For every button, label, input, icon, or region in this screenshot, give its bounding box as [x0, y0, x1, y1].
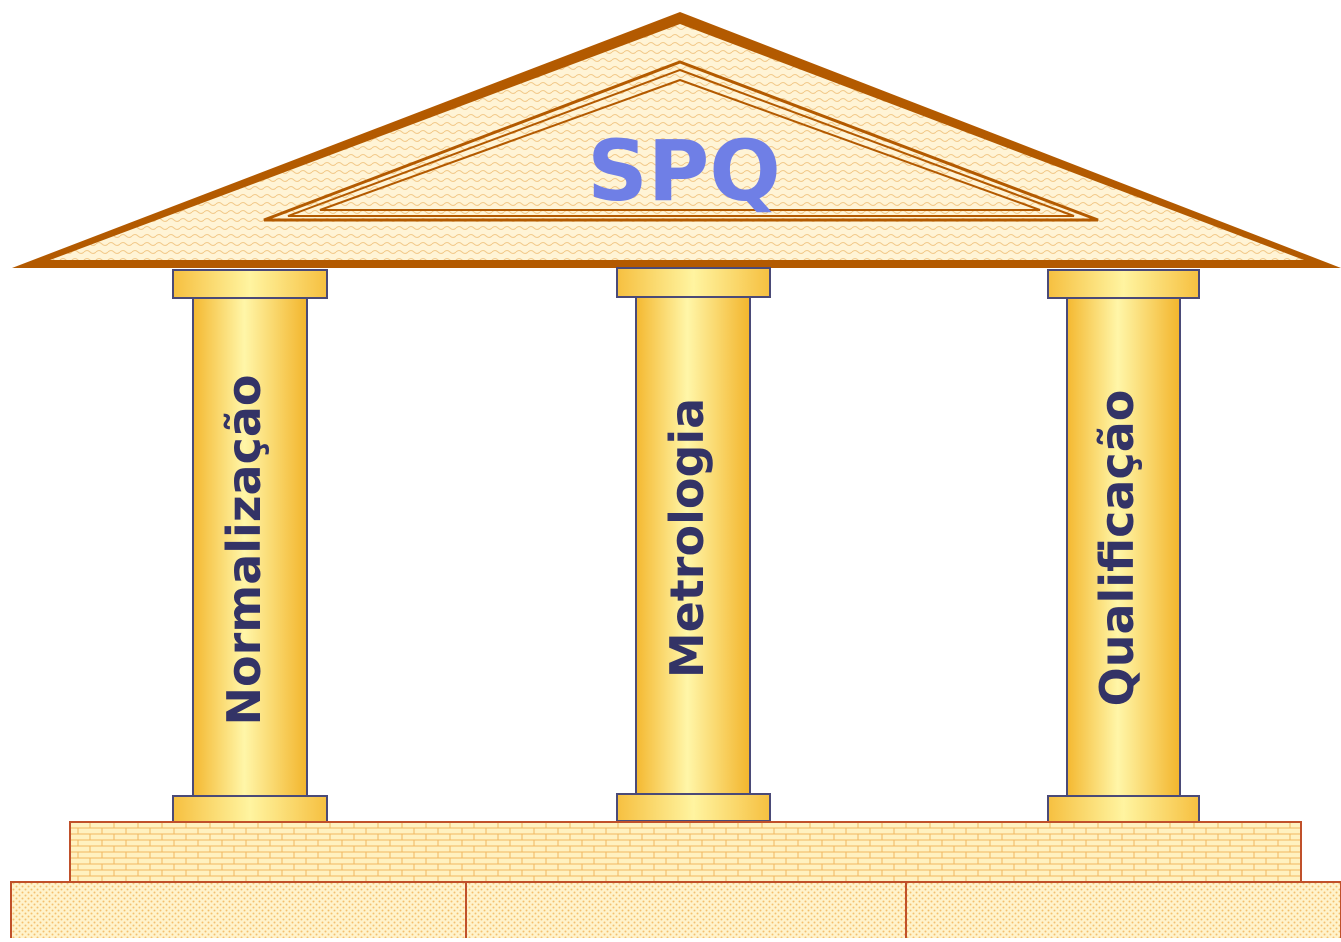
- pillar-base: [616, 793, 771, 822]
- roof-inner-frame-1: [263, 60, 1099, 222]
- temple-base: [10, 821, 1341, 942]
- pillar-normalizacao: Normalização: [172, 269, 328, 823]
- pillar-label-normalizacao: Normalização: [217, 374, 271, 725]
- pillar-shaft: [1066, 297, 1181, 797]
- base-upper-step: [69, 821, 1302, 883]
- roof-inner-frame-2: [287, 68, 1075, 217]
- pillar-capital: [1047, 269, 1200, 299]
- pillar-label-metrologia: Metrologia: [660, 398, 714, 678]
- base-lower-block-left: [10, 881, 467, 942]
- pillar-capital: [616, 267, 771, 298]
- pillar-metrologia: Metrologia: [616, 267, 771, 822]
- pillar-shaft: [192, 297, 308, 797]
- pillar-capital: [172, 269, 328, 299]
- roof-inner-frame-3: [319, 78, 1041, 211]
- roof-fill: [50, 24, 1304, 260]
- pillar-base: [172, 795, 328, 823]
- pillar-base: [1047, 795, 1200, 823]
- pillar-label-qualificacao: Qualificação: [1090, 390, 1144, 707]
- pillar-qualificacao: Qualificação: [1047, 269, 1200, 823]
- base-lower-block-right: [905, 881, 1341, 942]
- base-lower-block-middle: [465, 881, 907, 942]
- roof-title: SPQ: [587, 122, 780, 220]
- roof: SPQ: [12, 12, 1341, 268]
